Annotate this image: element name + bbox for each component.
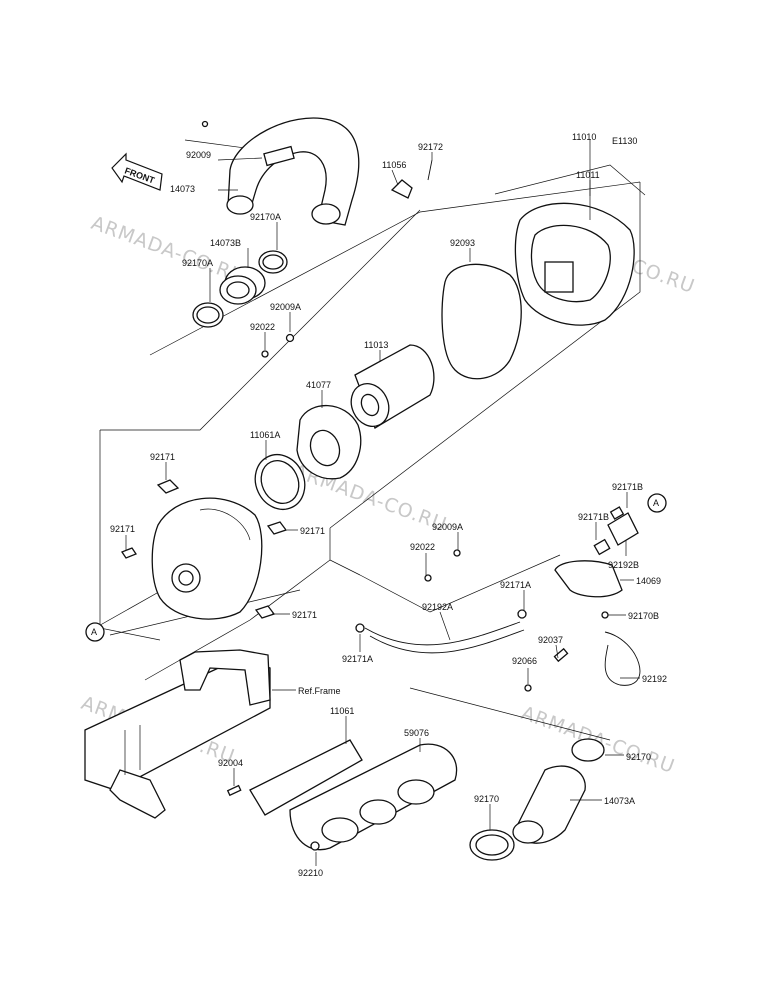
label-92192: 92192 xyxy=(642,674,667,684)
label-92171a-bottom: 92171A xyxy=(342,654,373,664)
clip-92171-a-icon xyxy=(156,479,180,494)
label-92171-a: 92171 xyxy=(150,452,175,462)
label-92170a-top: 92170A xyxy=(250,212,281,222)
clip-92171-b-icon xyxy=(121,547,137,559)
washer-92022-icon xyxy=(261,350,269,358)
label-59076: 59076 xyxy=(404,728,429,738)
boot-14073a xyxy=(469,738,605,861)
label-92171b-mid: 92171B xyxy=(578,512,609,522)
label-92022-top: 92022 xyxy=(250,322,275,332)
duct-14073 xyxy=(226,117,360,226)
label-11013: 11013 xyxy=(364,340,388,350)
label-92022-mid: 92022 xyxy=(410,542,435,552)
ring-11061a-inner xyxy=(260,460,300,504)
label-92004: 92004 xyxy=(218,758,243,768)
label-92210: 92210 xyxy=(298,868,323,878)
svg-text:A: A xyxy=(91,627,97,637)
label-14073a: 14073A xyxy=(604,796,635,806)
label-92170b: 92170B xyxy=(628,611,659,621)
sleeve-14073b xyxy=(219,266,266,305)
label-11011: 11011 xyxy=(576,170,600,180)
label-14073: 14073 xyxy=(170,184,195,194)
filter-element-11013 xyxy=(350,344,435,429)
callout-a-left: A xyxy=(85,622,105,642)
ref-frame-label: Ref.Frame xyxy=(298,686,341,696)
breather-assembly xyxy=(355,506,641,692)
leader-lines xyxy=(125,140,640,866)
ref-frame xyxy=(84,649,271,819)
label-11061: 11061 xyxy=(330,706,354,716)
bolt-92009a-icon xyxy=(285,333,295,343)
label-92170a-left: 92170A xyxy=(182,258,213,268)
label-92192a: 92192A xyxy=(422,602,453,612)
label-92066: 92066 xyxy=(512,656,537,666)
callout-a-right: A xyxy=(647,493,667,513)
screw-92009-icon xyxy=(201,120,209,128)
clamp-92170a-left xyxy=(192,302,224,328)
label-92171-c: 92171 xyxy=(300,526,325,536)
label-14069: 14069 xyxy=(636,576,661,586)
label-14073b: 14073B xyxy=(210,238,241,248)
watermark-1: ARMADA-CO.RU xyxy=(88,212,248,288)
diagram-code: E1130 xyxy=(612,136,637,146)
label-11056: 11056 xyxy=(382,160,406,170)
label-92037: 92037 xyxy=(538,635,563,645)
label-41077: 41077 xyxy=(306,380,331,390)
label-92171b-top: 92171B xyxy=(612,482,643,492)
label-92171-b: 92171 xyxy=(110,524,135,534)
label-92171-d: 92171 xyxy=(292,610,317,620)
label-92009: 92009 xyxy=(186,150,211,160)
label-92170: 92170 xyxy=(626,752,651,762)
label-92093: 92093 xyxy=(450,238,475,248)
gasket-92093 xyxy=(441,263,522,380)
label-92170-low: 92170 xyxy=(474,794,499,804)
nut-92210-icon xyxy=(310,841,320,851)
gasket-11061 xyxy=(249,739,363,816)
airbox-case xyxy=(151,497,263,620)
bracket-11056-icon xyxy=(390,179,413,199)
label-92009a-mid: 92009A xyxy=(432,522,463,532)
watermark-5: ARMADA-CO.RU xyxy=(518,702,678,778)
holder-41077 xyxy=(296,404,362,480)
label-92009a-top: 92009A xyxy=(270,302,301,312)
screw-92172-icon xyxy=(427,159,433,181)
front-arrow-icon: FRONT xyxy=(111,152,163,191)
clamp-92170a-top xyxy=(258,250,288,274)
clip-92171-c-icon xyxy=(266,521,288,535)
label-92171a-right: 92171A xyxy=(500,580,531,590)
clip-92171-d-icon xyxy=(254,605,276,619)
label-92192b: 92192B xyxy=(608,560,639,570)
stud-92004-icon xyxy=(226,784,242,797)
airbox-cover-11011 xyxy=(514,202,635,326)
label-92172: 92172 xyxy=(418,142,443,152)
label-11010: 11010 xyxy=(572,132,596,142)
svg-text:A: A xyxy=(653,498,659,508)
intake-59076 xyxy=(289,743,458,851)
label-11061a: 11061A xyxy=(250,430,280,440)
